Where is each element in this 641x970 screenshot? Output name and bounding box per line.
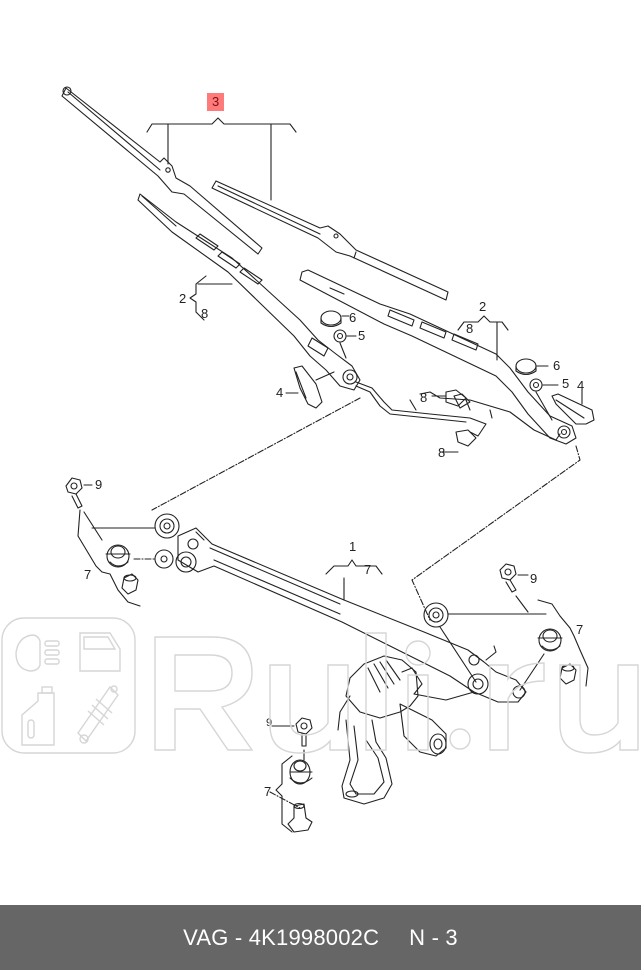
leader-dashed-lines <box>133 397 581 809</box>
bracket-callout-3 <box>146 117 297 201</box>
grommet-7-right <box>519 628 563 691</box>
callout-8-left-arm[interactable]: 8 <box>201 306 209 321</box>
bracket-callout-2-right <box>457 315 509 361</box>
cover-4-left <box>285 365 335 409</box>
callout-1-linkage[interactable]: 1 <box>349 539 357 554</box>
grommet-7-bottom <box>289 759 313 785</box>
cover-4-right <box>551 389 595 425</box>
wiper-arm-right <box>299 269 577 445</box>
nut-5-right <box>529 378 559 421</box>
callout-6-left-cap[interactable]: 6 <box>349 310 357 325</box>
grommet-7-left <box>105 544 131 568</box>
wiper-linkage-frame <box>154 527 527 703</box>
bracket-callout-7-left <box>77 509 141 607</box>
callout-7-linkage[interactable]: 7 <box>364 562 372 577</box>
callout-5-right-nut[interactable]: 5 <box>562 376 570 391</box>
diagram-position-label: N - 3 <box>409 924 458 950</box>
bracket-callout-1 <box>325 559 383 575</box>
wiper-blade-right <box>211 180 449 301</box>
bracket-callout-7-bottom <box>275 755 293 833</box>
spacer-bottom <box>287 802 313 833</box>
cap-6-left <box>320 310 350 328</box>
parts-diagram: 3 2 8 6 5 4 2 8 6 5 4 8 8 9 7 1 7 9 7 9 … <box>61 86 595 833</box>
callout-8-hose-connector-1[interactable]: 8 <box>420 390 428 405</box>
callout-7-right-grommet[interactable]: 7 <box>576 622 584 637</box>
washer-hose-right <box>409 391 561 441</box>
callout-2-right-arm[interactable]: 2 <box>479 299 487 314</box>
spacer-left <box>121 573 139 595</box>
wiper-blade-left <box>61 86 263 255</box>
callout-4-right-cover[interactable]: 4 <box>577 378 585 393</box>
motor-bracket <box>341 719 393 805</box>
callout-2-left-arm[interactable]: 2 <box>179 291 187 306</box>
callout-5-left-nut[interactable]: 5 <box>358 328 366 343</box>
callout-7-left-grommet[interactable]: 7 <box>84 567 92 582</box>
bracket-callout-7-right <box>537 599 589 687</box>
diagram-drawing <box>61 86 595 833</box>
bushing-right-top <box>423 602 547 683</box>
cap-6-right <box>515 358 549 376</box>
callout-9-bottom-bolt[interactable]: 9 <box>266 717 273 729</box>
callout-4-left-cover[interactable]: 4 <box>276 385 284 400</box>
wiper-arm-left <box>137 193 361 391</box>
nut-5-left <box>333 329 357 359</box>
spacer-right <box>559 663 577 685</box>
bolt-9-left <box>65 477 103 541</box>
callout-7-bottom-grommet[interactable]: 7 <box>264 784 272 799</box>
callout-9-left-bolt[interactable]: 9 <box>95 477 103 492</box>
callout-9-right-bolt[interactable]: 9 <box>530 571 538 586</box>
part-info-footer: VAG - 4K1998002C N - 3 <box>0 905 641 970</box>
callout-3-wiper-blades[interactable]: 3 <box>207 93 225 111</box>
part-number-label: VAG - 4K1998002C <box>183 924 380 950</box>
callout-8-hose-connector-2[interactable]: 8 <box>438 445 446 460</box>
bolt-9-bottom <box>271 717 313 761</box>
washer-hose-left <box>355 381 487 453</box>
bushing-left-top <box>91 513 180 539</box>
bracket-callout-2-left <box>189 275 233 321</box>
callout-8-right-arm[interactable]: 8 <box>466 321 474 336</box>
bolt-9-right <box>499 563 529 613</box>
wiper-motor <box>337 655 475 757</box>
callout-6-right-cap[interactable]: 6 <box>553 358 561 373</box>
